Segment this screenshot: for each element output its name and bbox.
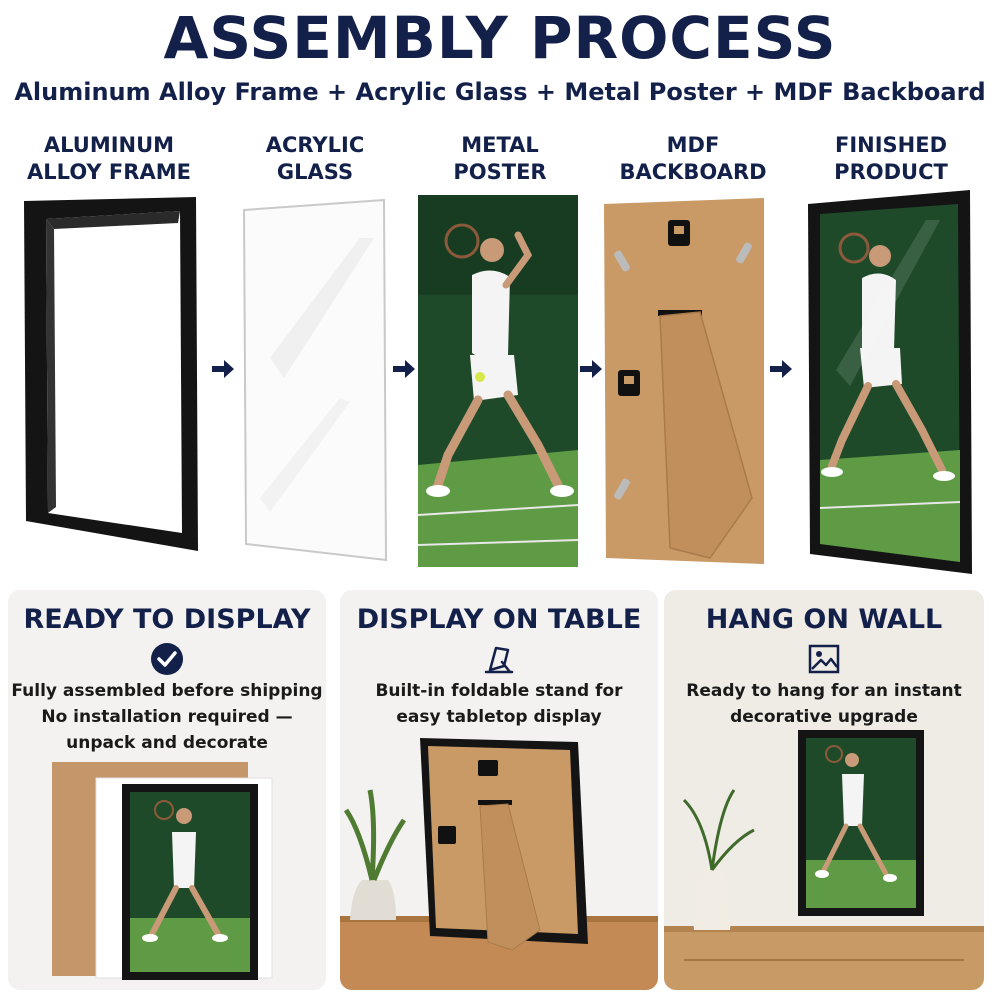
check-circle-icon [151,643,183,675]
acrylic-glass-image [242,198,388,562]
mdf-backboard-image [604,198,764,564]
arrow-right-icon [212,360,234,378]
panel-title: HANG ON WALL [705,604,943,635]
easel-icon [484,646,514,674]
panel-display-on-table: DISPLAY ON TABLE Built-in foldable stand… [340,590,658,990]
panel-ready-to-display: READY TO DISPLAY Fully assembled before … [8,590,326,990]
table-display-image [340,738,658,990]
page-subtitle: Aluminum Alloy Frame + Acrylic Glass + M… [14,78,986,106]
arrow-right-icon [580,360,602,378]
picture-icon [808,644,840,674]
boxed-poster-image [52,762,273,980]
panel-description: Fully assembled before shipping No insta… [11,681,323,753]
arrow-right-icon [393,360,415,378]
panel-description: Built-in foldable stand for easy tableto… [375,681,623,727]
aluminum-frame-image [24,197,198,551]
panel-title: READY TO DISPLAY [23,604,311,635]
panel-description: Ready to hang for an instant decorative … [686,681,962,727]
panel-title: DISPLAY ON TABLE [356,604,642,635]
arrow-right-icon [770,360,792,378]
finished-product-image [808,190,972,574]
wall-display-image [664,730,984,990]
page-title: ASSEMBLY PROCESS [163,4,837,72]
metal-poster-image [418,195,579,567]
panel-hang-on-wall: HANG ON WALL Ready to hang for an instan… [664,590,984,990]
